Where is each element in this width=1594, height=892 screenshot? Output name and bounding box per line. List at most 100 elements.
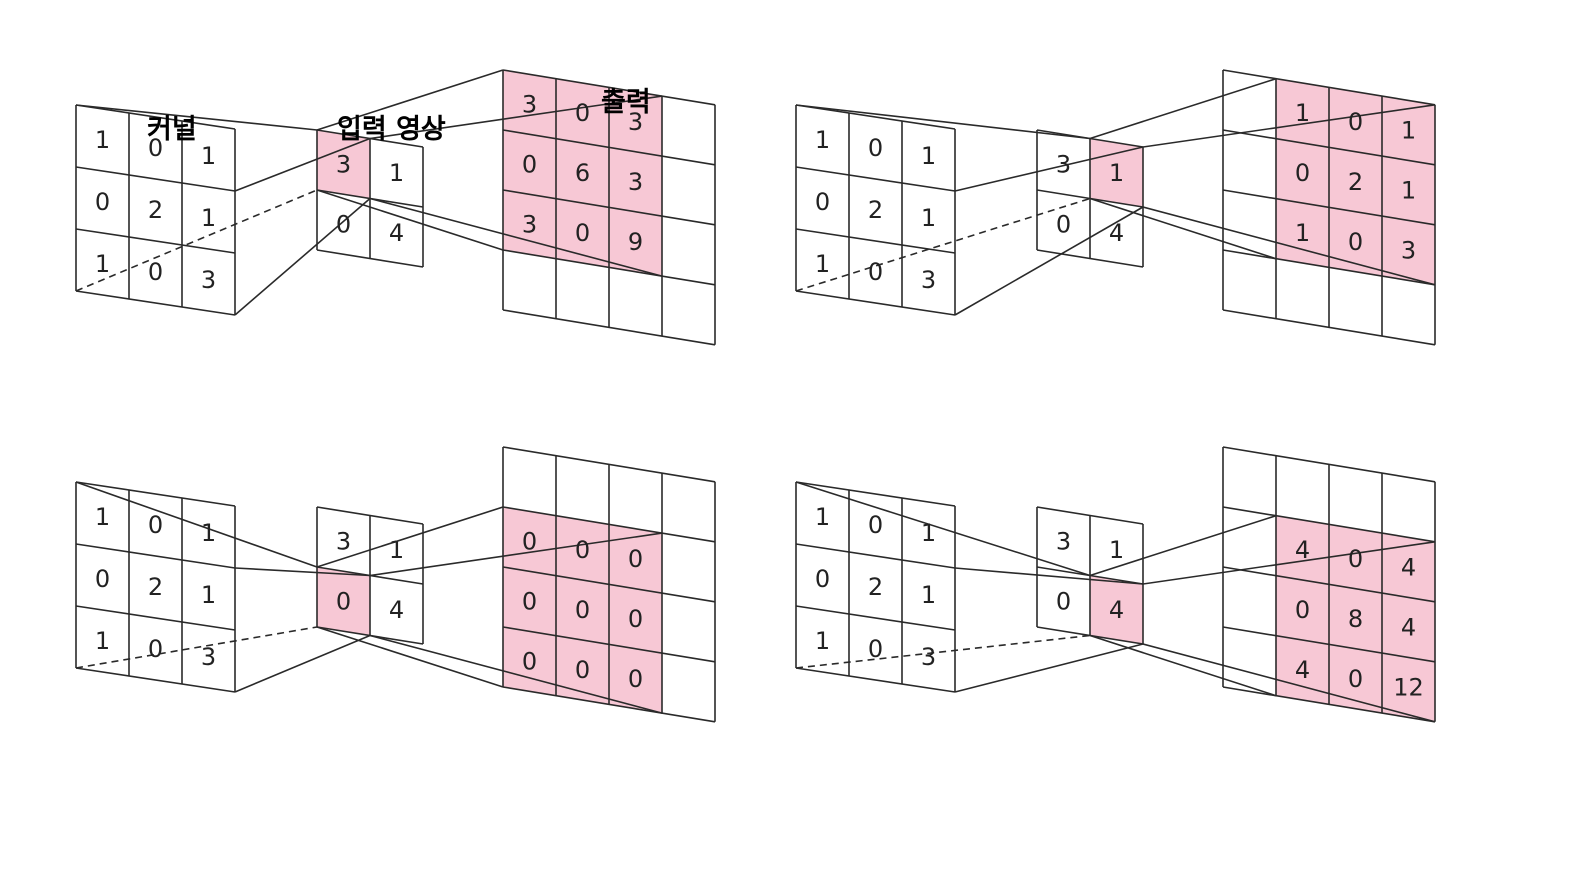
output-highlight-cell: [503, 130, 556, 199]
projection-line: [954, 643, 1144, 693]
output-grid-hline: [502, 686, 716, 723]
input-cell-value: 0: [1056, 210, 1071, 238]
projection-line-hidden: [75, 626, 318, 669]
projection-line: [234, 137, 371, 192]
input-cell-value: 1: [389, 159, 404, 187]
output-grid-hline: [1222, 69, 1436, 106]
kernel-cell-value: 0: [868, 635, 883, 663]
output-cell-value: 0: [575, 536, 590, 564]
output-highlight-cell: [503, 70, 556, 139]
projection-line: [369, 197, 663, 277]
kernel-cell-value: 3: [921, 643, 936, 671]
projection-line: [954, 206, 1144, 316]
output-cell-value: 4: [1295, 656, 1310, 684]
kernel-cell-value: 1: [921, 581, 936, 609]
input-cell-value: 3: [336, 527, 351, 555]
output-grid-hline: [1222, 129, 1436, 166]
output-cell-value: 0: [1295, 596, 1310, 624]
output-cell-value: 0: [1295, 159, 1310, 187]
projection-line: [795, 104, 1091, 140]
projection-line: [234, 634, 371, 693]
kernel-grid-hline: [75, 228, 236, 254]
output-grid-hline: [502, 249, 716, 286]
input-cell-value: 1: [1109, 159, 1124, 187]
output-highlight-cell: [1276, 138, 1329, 208]
input-cell-value: 3: [336, 150, 351, 178]
output-cell-value: 6: [575, 159, 590, 187]
output-grid-hline: [1222, 309, 1436, 346]
kernel-cell-value: 0: [868, 511, 883, 539]
output-cell-value: 3: [522, 210, 537, 238]
projection-line: [234, 567, 371, 577]
output-highlight-cell: [1329, 87, 1382, 157]
output-grid-hline: [502, 566, 716, 603]
output-cell-value: 0: [575, 596, 590, 624]
projection-line: [75, 104, 318, 131]
output-grid-hline: [1222, 249, 1436, 286]
input-grid-hline: [316, 249, 424, 268]
output-highlight-cell: [609, 207, 662, 277]
output-cell-value: 3: [1401, 236, 1416, 264]
output-highlight-cell: [556, 198, 609, 268]
output-highlight-cell: [1382, 653, 1435, 722]
output-grid-hline: [502, 506, 716, 543]
output-grid-hline: [502, 446, 716, 483]
output-grid-hline: [502, 69, 716, 106]
output-highlight-cell: [556, 138, 609, 208]
kernel-cell-value: 1: [201, 519, 216, 547]
projection-line: [1089, 634, 1277, 697]
output-highlight-cell: [503, 627, 556, 696]
output-highlight-cell: [1276, 515, 1329, 585]
output-highlight-cell: [1276, 198, 1329, 268]
output-grid-hline: [502, 626, 716, 663]
kernel-cell-value: 0: [95, 188, 110, 216]
projection-line: [316, 626, 504, 688]
input-grid-hline: [1036, 249, 1144, 268]
output-highlight-cell: [503, 190, 556, 259]
output-cell-value: 0: [628, 665, 643, 693]
output-grid-hline: [1222, 686, 1436, 723]
output-cell-value: 0: [1348, 545, 1363, 573]
output-label: 출력: [601, 87, 651, 118]
projection-line: [954, 567, 1144, 585]
output-grid-hline: [1222, 566, 1436, 603]
projection-line: [1142, 541, 1436, 585]
output-cell-value: 8: [1348, 605, 1363, 633]
output-highlight-cell: [1382, 533, 1435, 602]
output-cell-value: 0: [575, 99, 590, 127]
kernel-cell-value: 2: [868, 573, 883, 601]
output-highlight-cell: [1382, 96, 1435, 165]
kernel-cell-value: 0: [148, 258, 163, 286]
projection-line: [1089, 77, 1277, 140]
kernel-cell-value: 2: [148, 573, 163, 601]
output-cell-value: 1: [1401, 116, 1416, 144]
output-highlight-cell: [1329, 584, 1382, 654]
projection-line: [316, 506, 504, 568]
kernel-grid-hline: [795, 543, 956, 569]
output-highlight-cell: [503, 567, 556, 636]
input-cell-value: 0: [336, 587, 351, 615]
output-highlight-cell: [1382, 156, 1435, 225]
kernel-cell-value: 1: [95, 627, 110, 655]
kernel-cell-value: 1: [95, 503, 110, 531]
output-highlight-cell: [609, 644, 662, 714]
input-cell-value: 4: [389, 219, 404, 247]
input-grid-hline: [1036, 506, 1144, 525]
projection-line: [954, 146, 1144, 192]
input-image-label: 입력 영상: [337, 114, 446, 145]
kernel-cell-value: 2: [148, 196, 163, 224]
kernel-cell-value: 0: [815, 565, 830, 593]
output-grid-hline: [1222, 446, 1436, 483]
input-cell-value: 4: [1109, 596, 1124, 624]
kernel-cell-value: 1: [201, 581, 216, 609]
projection-line: [1142, 206, 1436, 286]
kernel-cell-value: 0: [815, 188, 830, 216]
output-cell-value: 4: [1401, 613, 1416, 641]
output-cell-value: 0: [1348, 108, 1363, 136]
projection-line: [1142, 643, 1436, 723]
input-highlight-cell: [317, 130, 370, 199]
kernel-grid-hline: [75, 481, 236, 507]
